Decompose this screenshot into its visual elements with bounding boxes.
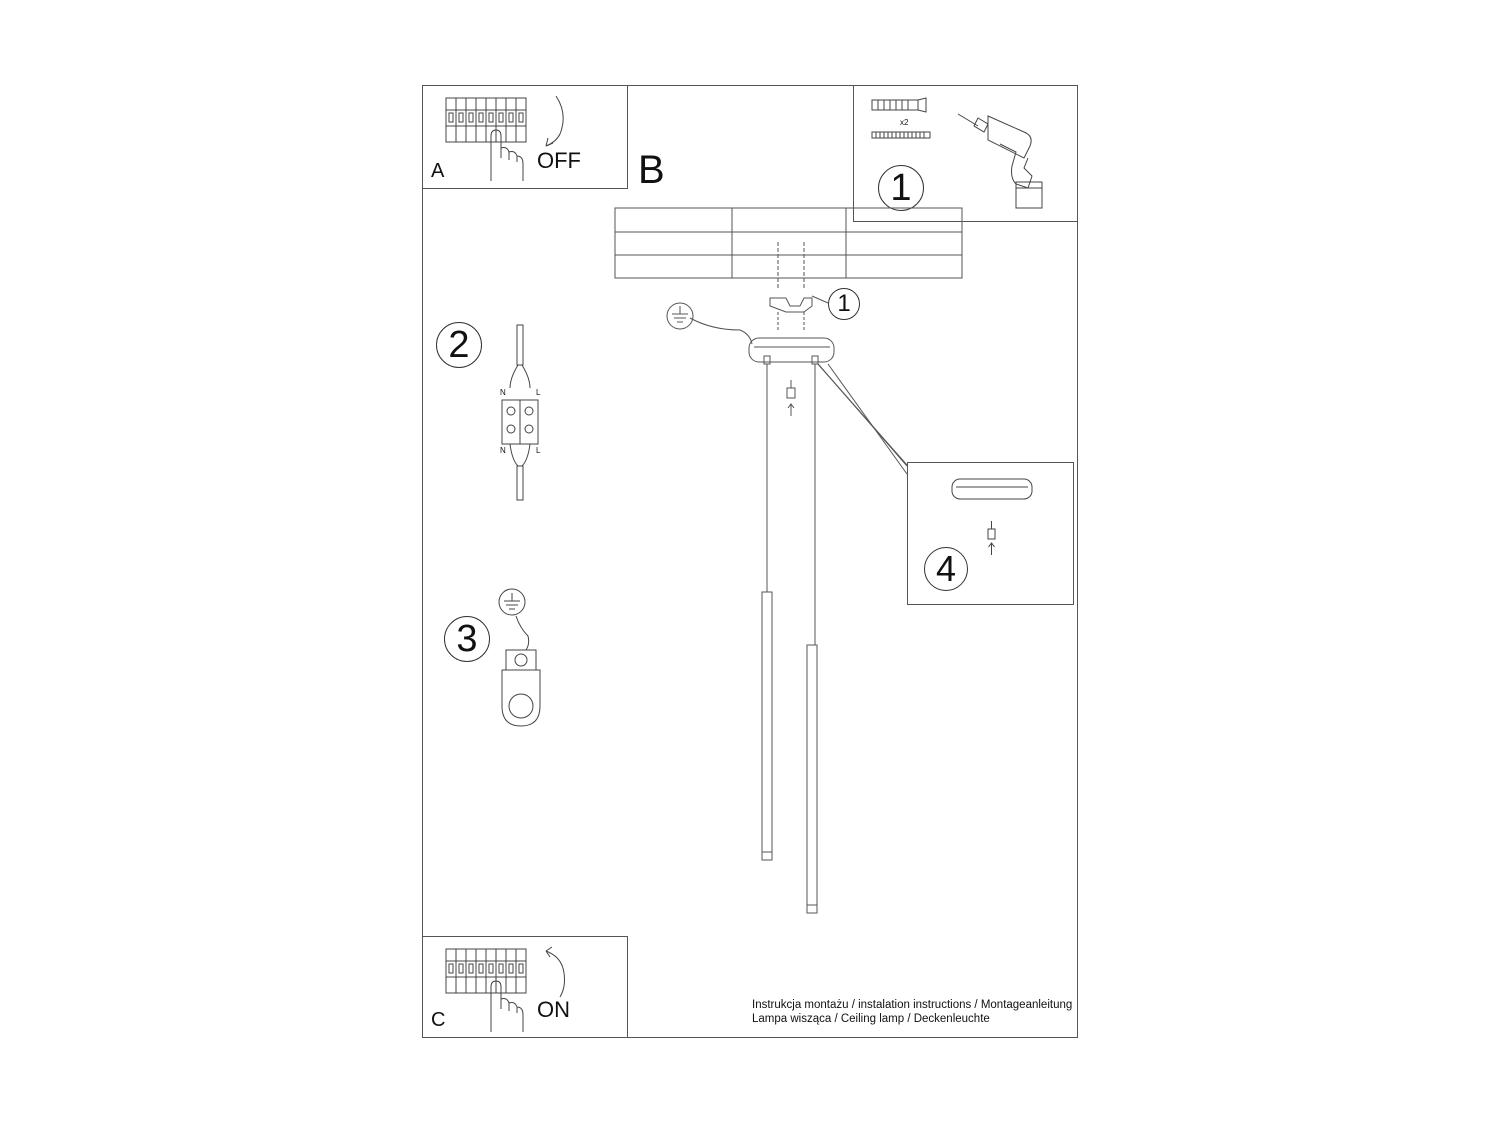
panel-a-switch-off: A OFF bbox=[422, 85, 628, 189]
terminal-l-bottom: L bbox=[536, 446, 541, 455]
quantity-label: x2 bbox=[900, 118, 909, 127]
panel-a-letter: A bbox=[431, 160, 445, 182]
dowel-screw-icon bbox=[871, 97, 931, 139]
panel-c-letter: C bbox=[431, 1009, 446, 1031]
step-2-number: 2 bbox=[448, 324, 470, 366]
panel-c-switch-on: C ON bbox=[422, 936, 628, 1038]
panel-b-letter: B bbox=[638, 148, 665, 192]
terminal-l-top: L bbox=[536, 388, 541, 397]
step-1-number: 1 bbox=[890, 167, 912, 209]
instruction-sheet-frame bbox=[422, 85, 1078, 1038]
panel-4-detail: 4 bbox=[907, 462, 1074, 605]
caption-line-1: Instrukcja montażu / instalation instruc… bbox=[752, 999, 1073, 1011]
terminal-n-top: N bbox=[500, 388, 506, 397]
drill-icon bbox=[957, 113, 1043, 209]
terminal-n-bottom: N bbox=[500, 446, 506, 455]
canopy-screw-detail bbox=[951, 478, 1033, 555]
panel-1-tools: x2 1 bbox=[853, 85, 1078, 222]
ground-terminal-drawing bbox=[498, 588, 541, 727]
step-4-number: 4 bbox=[935, 548, 957, 589]
bracket-callout-number: 1 bbox=[837, 290, 851, 317]
arrow-up-icon bbox=[545, 946, 565, 998]
arrow-down-icon bbox=[545, 95, 564, 147]
bracket-callout-badge: 1 bbox=[828, 288, 860, 320]
ground-symbol-icon bbox=[666, 302, 694, 330]
step-2-badge: 2 bbox=[436, 322, 482, 368]
step-1-badge: 1 bbox=[878, 165, 924, 211]
step-4-badge: 4 bbox=[924, 547, 968, 591]
step-3-badge: 3 bbox=[444, 616, 490, 662]
caption-line-2: Lampa wisząca / Ceiling lamp / Deckenleu… bbox=[752, 1013, 990, 1025]
switch-on-label: ON bbox=[537, 997, 570, 1022]
terminal-block-drawing bbox=[501, 324, 539, 501]
breaker-off-icon bbox=[445, 97, 527, 181]
step-3-number: 3 bbox=[456, 618, 478, 660]
switch-off-label: OFF bbox=[537, 148, 581, 173]
breaker-on-icon bbox=[445, 948, 527, 1032]
